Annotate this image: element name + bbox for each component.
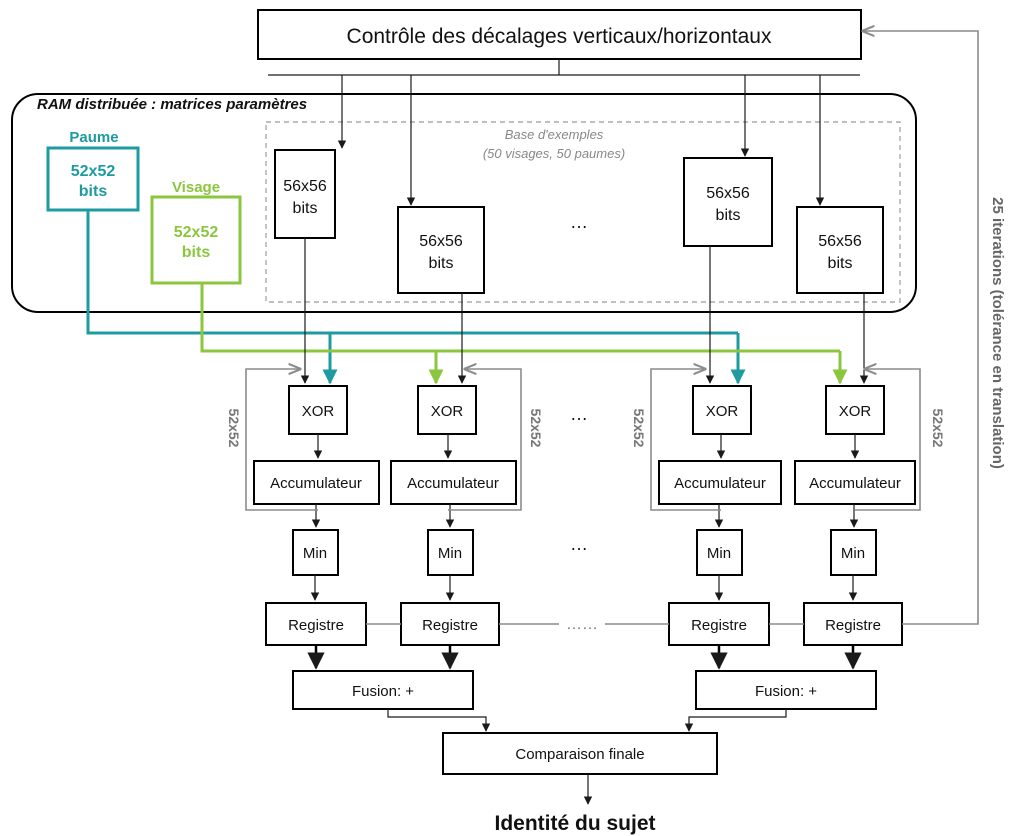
visage-size: 52x52	[174, 224, 219, 241]
paume-title: Paume	[69, 129, 118, 146]
accumulator-3	[658, 460, 782, 505]
ram-region	[11, 93, 917, 313]
min-4-label: Min	[841, 545, 865, 562]
fusion-2	[695, 670, 877, 710]
visage-box	[150, 195, 242, 285]
xor-4-label: XOR	[839, 403, 872, 420]
paume-unit: bits	[79, 183, 108, 200]
base-subtitle: (50 visages, 50 paumes)	[483, 146, 625, 161]
base-title: Base d'exemples	[505, 127, 604, 142]
xor-3-label: XOR	[706, 403, 739, 420]
sample-box-4	[796, 206, 884, 294]
accumulator-1-label: Accumulateur	[270, 475, 362, 492]
min-2	[427, 529, 474, 576]
feedback-loop-2	[448, 369, 522, 511]
sample-3-unit: bits	[716, 207, 741, 224]
xor-3	[692, 385, 752, 435]
min-1-label: Min	[303, 545, 327, 562]
sample-4-size: 56x56	[818, 233, 862, 250]
shift-control-box	[257, 9, 862, 60]
register-chain-ellipsis: ……	[566, 616, 598, 633]
xor-4	[825, 385, 885, 435]
xor-1-label: XOR	[302, 403, 335, 420]
loop-size-label-4: 52x52	[930, 409, 946, 448]
accumulator-1	[253, 460, 380, 505]
sample-box-1	[274, 149, 336, 239]
sample-box-2	[397, 206, 485, 294]
fusion-1	[292, 670, 474, 710]
accumulator-2-label: Accumulateur	[407, 475, 499, 492]
loop-size-label-2: 52x52	[528, 409, 544, 448]
ram-title: RAM distribuée : matrices paramètres	[37, 96, 307, 113]
fusion-1-label: Fusion: +	[352, 683, 414, 700]
min-1	[292, 529, 339, 576]
shift-control-label: Contrôle des décalages verticaux/horizon…	[347, 25, 772, 48]
feedback-loop-4	[855, 369, 921, 511]
visage-unit: bits	[182, 244, 211, 261]
sample-3-size: 56x56	[706, 185, 750, 202]
xor-2-label: XOR	[431, 403, 464, 420]
accumulator-4	[794, 460, 916, 505]
paume-size: 52x52	[71, 163, 116, 180]
accumulator-3-label: Accumulateur	[674, 475, 766, 492]
feedback-loop-1	[245, 369, 318, 511]
fusion-2-label: Fusion: +	[755, 683, 817, 700]
loop-size-label-1: 52x52	[226, 409, 242, 448]
register-4-label: Registre	[825, 617, 881, 634]
sample-2-unit: bits	[429, 255, 454, 272]
register-2-label: Registre	[422, 617, 478, 634]
sample-1-unit: bits	[293, 200, 318, 217]
register-3-label: Registre	[691, 617, 747, 634]
iteration-label: 25 iterations (tolérance en translation)	[989, 197, 1006, 469]
min-ellipsis: …	[570, 534, 588, 554]
register-1	[265, 602, 367, 646]
accumulator-2	[390, 460, 517, 505]
sample-database-region	[265, 121, 901, 303]
xor-2	[417, 385, 477, 435]
register-1-label: Registre	[288, 617, 344, 634]
sample-1-size: 56x56	[283, 178, 327, 195]
min-3-label: Min	[707, 545, 731, 562]
sample-4-unit: bits	[828, 255, 853, 272]
xor-1	[288, 385, 348, 435]
visage-title: Visage	[172, 179, 220, 196]
samples-ellipsis: …	[570, 212, 588, 232]
final-comparison-label: Comparaison finale	[515, 746, 644, 763]
paume-box	[46, 146, 140, 212]
final-comparison-box	[442, 732, 718, 775]
iteration-loop	[863, 31, 979, 625]
visage-wire	[200, 283, 840, 353]
paume-wire	[86, 210, 738, 335]
min-2-label: Min	[438, 545, 462, 562]
loop-size-label-3: 52x52	[631, 409, 647, 448]
accumulator-4-label: Accumulateur	[809, 475, 901, 492]
xor-ellipsis: …	[570, 404, 588, 424]
subject-identity-label: Identité du sujet	[494, 812, 655, 835]
sample-2-size: 56x56	[419, 233, 463, 250]
register-2	[400, 602, 500, 646]
min-4	[830, 529, 877, 576]
sample-box-3	[683, 157, 773, 247]
feedback-loop-3	[650, 369, 721, 511]
